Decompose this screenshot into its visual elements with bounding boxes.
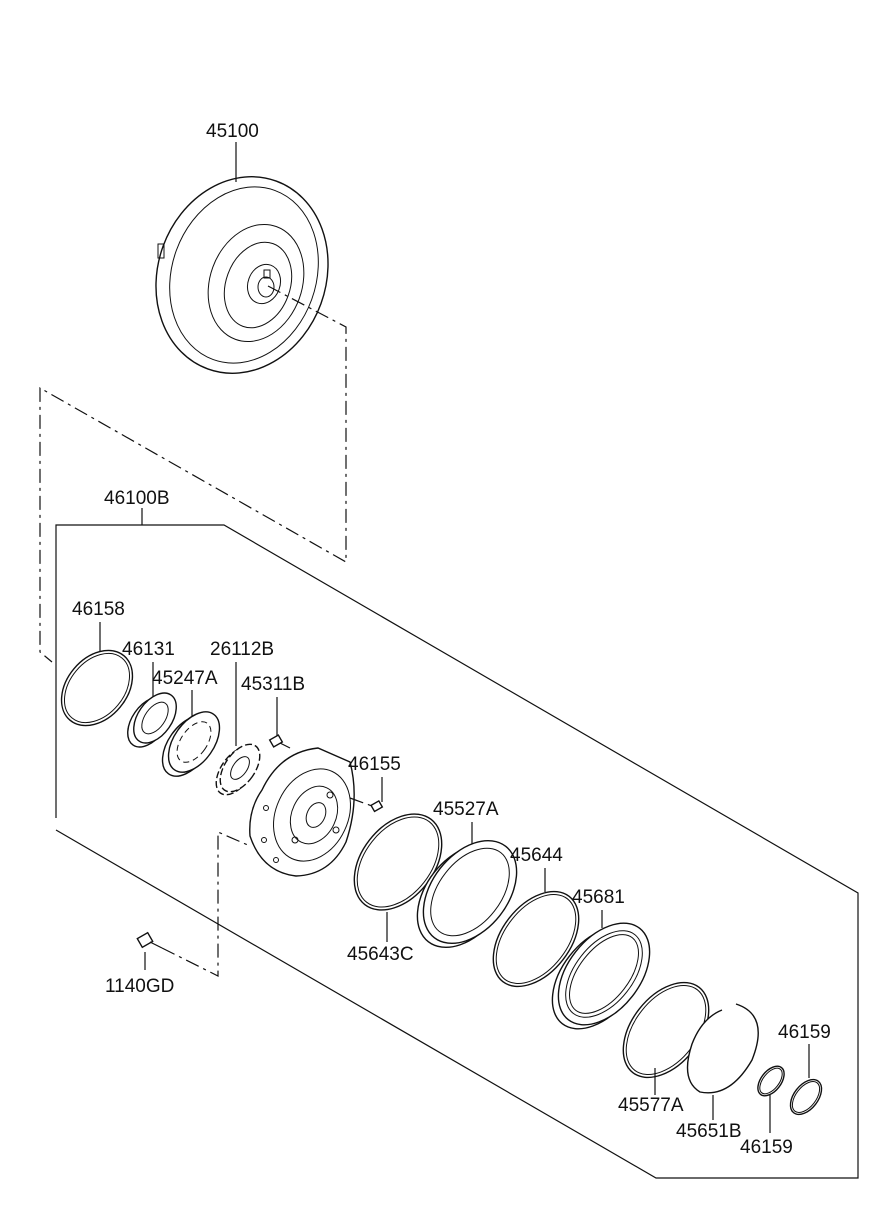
label-45577A: 45577A (618, 1095, 684, 1116)
label-45651B: 45651B (676, 1121, 742, 1142)
label-46100B: 46100B (104, 488, 170, 509)
label-45247A: 45247A (152, 668, 218, 689)
label-46159-lower: 46159 (740, 1137, 793, 1158)
label-46155: 46155 (348, 754, 401, 775)
label-1140GD: 1140GD (105, 976, 174, 997)
o-ring-46158[interactable] (47, 637, 147, 740)
label-45311B: 45311B (241, 674, 305, 695)
bolt-45311B[interactable] (268, 734, 291, 749)
oil-seal-46131[interactable] (119, 685, 185, 754)
screw-46155[interactable] (370, 799, 384, 813)
clutch-ring-45527A[interactable] (398, 823, 535, 965)
label-45100: 45100 (206, 121, 259, 142)
assembly-bracket (55, 524, 859, 1179)
piston-45681[interactable] (534, 906, 668, 1046)
label-26112B: 26112B (210, 639, 274, 660)
oil-pump-body[interactable] (249, 747, 365, 877)
alignment-line-converter (39, 285, 347, 663)
label-46159-upper: 46159 (778, 1022, 831, 1043)
inner-gear-26112B[interactable] (208, 737, 268, 801)
seal-ring-45644[interactable] (476, 876, 596, 1003)
alignment-line-screw (349, 797, 373, 807)
bolt-1140GD[interactable] (136, 931, 163, 949)
seal-ring-46159-lower[interactable] (753, 1061, 790, 1100)
outer-gear-45247A[interactable] (152, 703, 230, 786)
label-45527A: 45527A (433, 799, 499, 820)
label-45681: 45681 (572, 887, 625, 908)
label-46158: 46158 (72, 599, 125, 620)
label-46131: 46131 (122, 639, 175, 660)
alignment-line-bolt (161, 831, 251, 977)
label-45643C: 45643C (347, 944, 414, 965)
torque-converter[interactable] (129, 152, 355, 397)
snap-ring-45651B[interactable] (686, 1003, 759, 1094)
label-45644: 45644 (510, 845, 563, 866)
seal-ring-46159-upper[interactable] (784, 1074, 828, 1120)
